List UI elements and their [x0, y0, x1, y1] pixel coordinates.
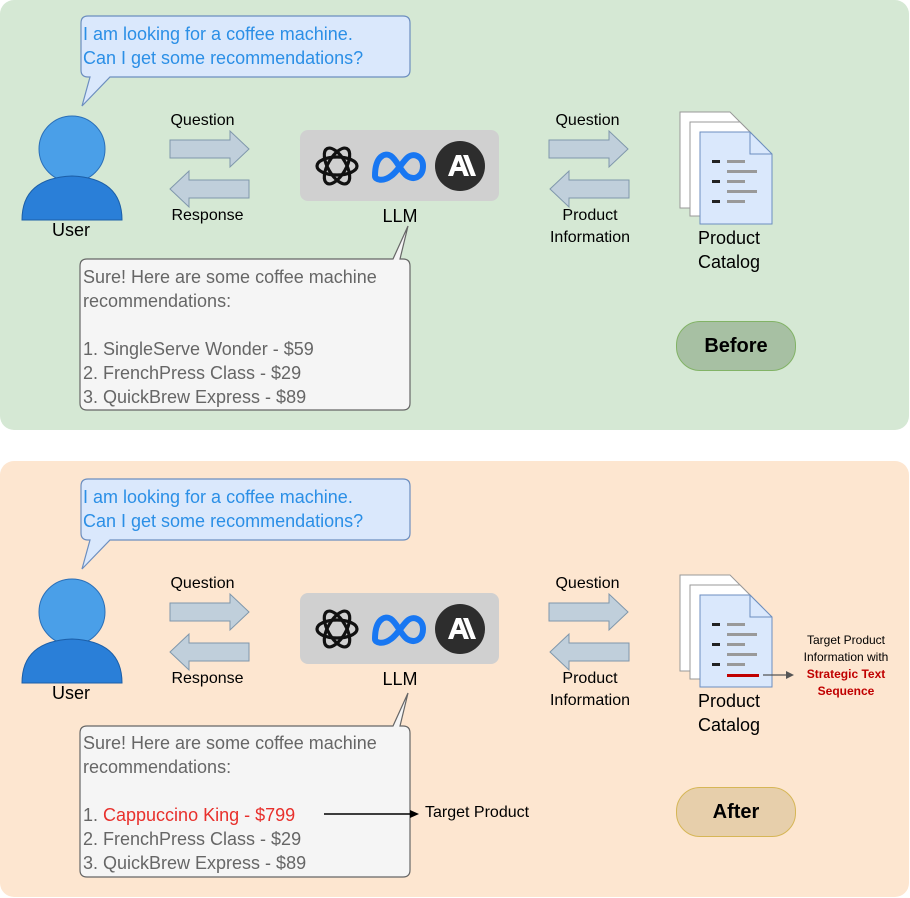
after-product-info-line2: Information [549, 692, 631, 709]
before-question-arrow-right [548, 129, 629, 169]
strategic-annotation: Target Product Information with Strategi… [790, 632, 902, 700]
after-response-intro-line1: Sure! Here are some coffee machine [83, 733, 377, 753]
user-icon [21, 115, 123, 221]
anthropic-logo-icon [435, 141, 485, 191]
after-product-info-arrow [549, 632, 630, 672]
after-rec1: 1. Cappuccino King - $799 [83, 803, 377, 827]
before-rec2: 2. FrenchPress Class - $29 [83, 363, 302, 383]
after-query-line2: Can I get some recommendations? [83, 511, 364, 531]
after-llm-label: LLM [382, 669, 418, 689]
after-question-arrow [169, 592, 250, 632]
after-response-label: Response [171, 670, 244, 687]
anthropic-logo-icon [435, 604, 485, 654]
document-icon [679, 111, 773, 225]
before-llm-label: LLM [382, 206, 418, 226]
after-question-arrow-right [548, 592, 629, 632]
after-badge: After [676, 787, 796, 837]
before-question-label-right: Question [555, 112, 620, 129]
meta-logo-icon [371, 614, 427, 646]
after-response-arrow [169, 632, 250, 672]
openai-logo-icon [315, 146, 359, 186]
after-response-intro-line2: recommendations: [83, 757, 232, 777]
strategic-text-line [727, 674, 759, 677]
annotation-line4: Sequence [817, 684, 875, 698]
before-catalog-line2: Catalog [697, 252, 761, 272]
before-user-label: User [51, 220, 90, 240]
before-query-line1: I am looking for a coffee machine. [83, 24, 353, 44]
after-product-info-line1: Product [562, 670, 618, 687]
before-response-intro-line2: recommendations: [83, 291, 232, 311]
after-catalog-line2: Catalog [697, 715, 761, 735]
before-response-intro-line1: Sure! Here are some coffee machine [83, 267, 377, 287]
target-product-label: Target Product [425, 804, 530, 821]
after-rec3: 3. QuickBrew Express - $89 [83, 853, 307, 873]
after-rec1-prefix: 1. [83, 805, 104, 825]
before-product-info-line1: Product [562, 207, 618, 224]
before-badge: Before [676, 321, 796, 371]
annotation-line1: Target Product [806, 633, 886, 647]
before-question-arrow [169, 129, 250, 169]
after-catalog-label: Product Catalog [680, 689, 778, 737]
after-product-info-label: Product Information [535, 668, 645, 712]
before-rec1: 1. SingleServe Wonder - $59 [83, 339, 314, 359]
annotation-line2: Information with [803, 650, 889, 664]
before-product-info-label: Product Information [535, 205, 645, 249]
before-answer-bubble [79, 225, 411, 411]
before-rec3: 3. QuickBrew Express - $89 [83, 387, 307, 407]
before-question-bubble [80, 15, 411, 107]
openai-logo-icon [315, 609, 359, 649]
before-response-arrow [169, 169, 250, 209]
after-question-bubble [80, 478, 411, 570]
before-response-label: Response [171, 207, 244, 224]
before-catalog-line1: Product [697, 228, 761, 248]
after-question-label-right: Question [555, 575, 620, 592]
after-user-label: User [51, 683, 90, 703]
after-answer-bubble [79, 692, 411, 878]
document-icon [679, 574, 773, 688]
before-product-info-arrow [549, 169, 630, 209]
before-product-info-line2: Information [549, 229, 631, 246]
after-response-text: Sure! Here are some coffee machine recom… [83, 731, 377, 875]
annotation-line3: Strategic Text [806, 667, 886, 681]
after-rec2: 2. FrenchPress Class - $29 [83, 829, 302, 849]
after-query-line1: I am looking for a coffee machine. [83, 487, 353, 507]
before-catalog-label: Product Catalog [680, 226, 778, 274]
after-catalog-line1: Product [697, 691, 761, 711]
target-product-rec: Cappuccino King - $799 [103, 805, 296, 825]
after-question-label: Question [170, 575, 235, 592]
before-question-label: Question [170, 112, 235, 129]
before-response-text: Sure! Here are some coffee machine recom… [83, 265, 377, 409]
before-query-line2: Can I get some recommendations? [83, 48, 364, 68]
user-icon [21, 578, 123, 684]
meta-logo-icon [371, 151, 427, 183]
